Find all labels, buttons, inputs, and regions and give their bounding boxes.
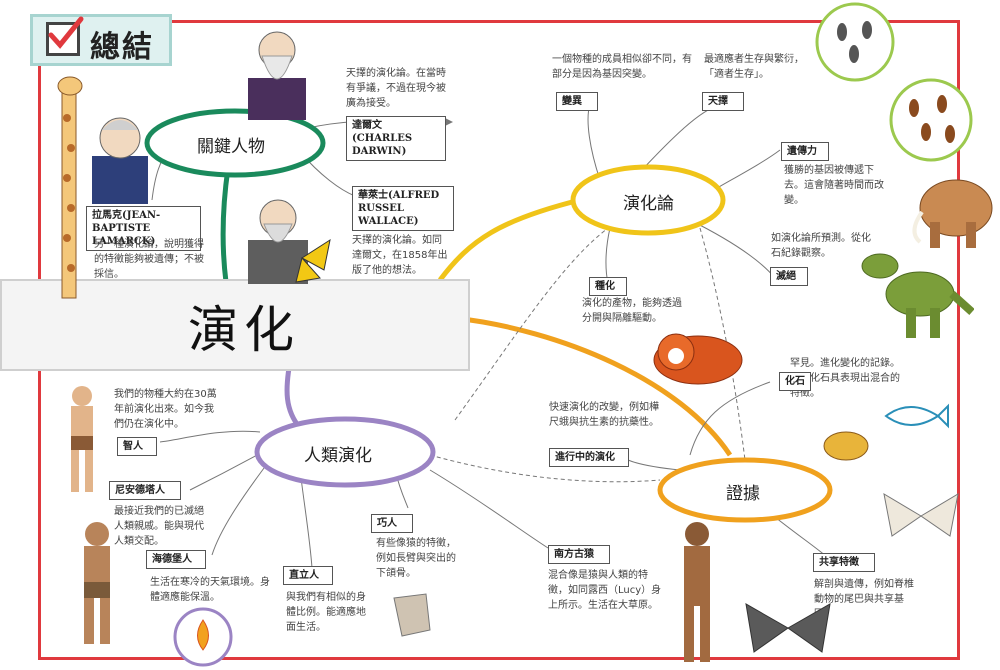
ongoing-evolution-label: 進行中的演化 (549, 448, 629, 467)
campfire-icon (173, 607, 233, 667)
variation-note: 一個物種的成員相似卻不同，有部分是因為基因突變。 (552, 54, 692, 80)
lamarck-portrait-icon (92, 117, 148, 204)
hub-key-people: 關鍵人物 (197, 137, 265, 157)
australopithecus-label: 南方古猿 (548, 545, 610, 564)
giraffe-icon (57, 76, 83, 299)
darwin-portrait-icon (248, 31, 306, 120)
lamarck-label: 拉馬克(JEAN-BAPTISTE LAMARCK) (86, 206, 201, 251)
selection-label: 天擇 (702, 92, 744, 111)
lamarck-note: 另一種演化論，說明獲得的特徵能夠被遺傳；不被採信。 (94, 239, 204, 280)
hub-human-evolution: 人類演化 (304, 446, 372, 466)
sapiens-label: 智人 (117, 437, 157, 456)
heredity-note: 獲勝的基因被傳遞下去。這會隨著時間而改變。 (784, 165, 884, 206)
main-topic-banner (0, 279, 470, 371)
erectus-label: 直立人 (283, 566, 333, 585)
habilis-label: 巧人 (371, 514, 413, 533)
ongoing-evolution-note: 快速演化的改變，例如樺尺蛾與抗生素的抗藥性。 (549, 402, 659, 428)
variation-label: 變異 (556, 92, 598, 111)
wallace-note: 天擇的演化論。如同達爾文，在1858年出版了他的想法。 (352, 235, 448, 276)
heredity-label: 遺傳力 (781, 142, 829, 161)
beetles-brown-icon (889, 78, 973, 162)
stone-tool-icon (393, 593, 431, 637)
hub-evidence: 證據 (726, 484, 760, 504)
shared-traits-label: 共享特徵 (813, 553, 875, 572)
neanderthal-label: 尼安德塔人 (109, 481, 181, 500)
red-panda-icon (653, 333, 743, 385)
dinosaur-icon (861, 253, 974, 338)
heidelberg-note: 生活在寒冷的天氣環境。身體適應能保溫。 (150, 577, 270, 603)
extinction-label: 滅絕 (770, 267, 808, 286)
dark-moth-icon (745, 603, 831, 653)
australopithecus-note: 混合像是猿與人類的特徵，如同露西（Lucy）身上所示。生活在大草原。 (548, 570, 662, 611)
sapiens-note: 我們的物種大約在30萬年前演化出來。如今我們仍在演化中。 (114, 389, 217, 430)
fossils-label: 化石 (779, 372, 811, 391)
darwin-note: 天擇的演化論。在當時有爭議，不過在現今被廣為接受。 (346, 68, 446, 109)
heidelberg-label: 海德堡人 (146, 550, 206, 569)
pale-moth-icon (883, 493, 959, 537)
australopithecus-figure-icon (684, 522, 710, 662)
selection-note: 最適應者生存與繁衍，「適者生存」。 (704, 54, 804, 80)
fish-fossil-icon (884, 403, 949, 429)
speciation-label: 種化 (589, 277, 627, 296)
extinction-note: 如演化論所預測。從化石紀錄觀察。 (771, 233, 871, 259)
summary-title: 總結 (90, 30, 154, 65)
darwin-label: 達爾文(CHARLES DARWIN) (346, 116, 446, 161)
hub-evolution-theory: 演化論 (623, 194, 674, 214)
trilobite-icon (823, 431, 869, 461)
fossils-note: 罕見。進化變化的記錄。過渡化石具表現出混合的特徵。 (790, 358, 900, 399)
homo-sapiens-figure-icon (71, 386, 93, 492)
main-topic-title: 演化 (188, 301, 300, 359)
wallace-portrait-icon (248, 199, 331, 284)
wallace-label: 華萊士(ALFRED RUSSEL WALLACE) (352, 186, 454, 231)
habilis-note: 有些像猿的特徵，例如長臂與突出的下頜骨。 (376, 538, 456, 579)
speciation-note: 演化的產物，能夠透過分開與隔離驅動。 (582, 298, 682, 324)
neanderthal-note: 最接近我們的已滅絕人類親戚。能與現代人類交配。 (114, 506, 204, 547)
heidelberg-figure-icon (84, 522, 110, 644)
erectus-note: 與我們有相似的身體比例。能適應地面生活。 (286, 592, 366, 633)
checkmark-icon (46, 16, 84, 56)
mammoth-icon (912, 179, 993, 248)
beetles-green-icon (815, 2, 895, 82)
